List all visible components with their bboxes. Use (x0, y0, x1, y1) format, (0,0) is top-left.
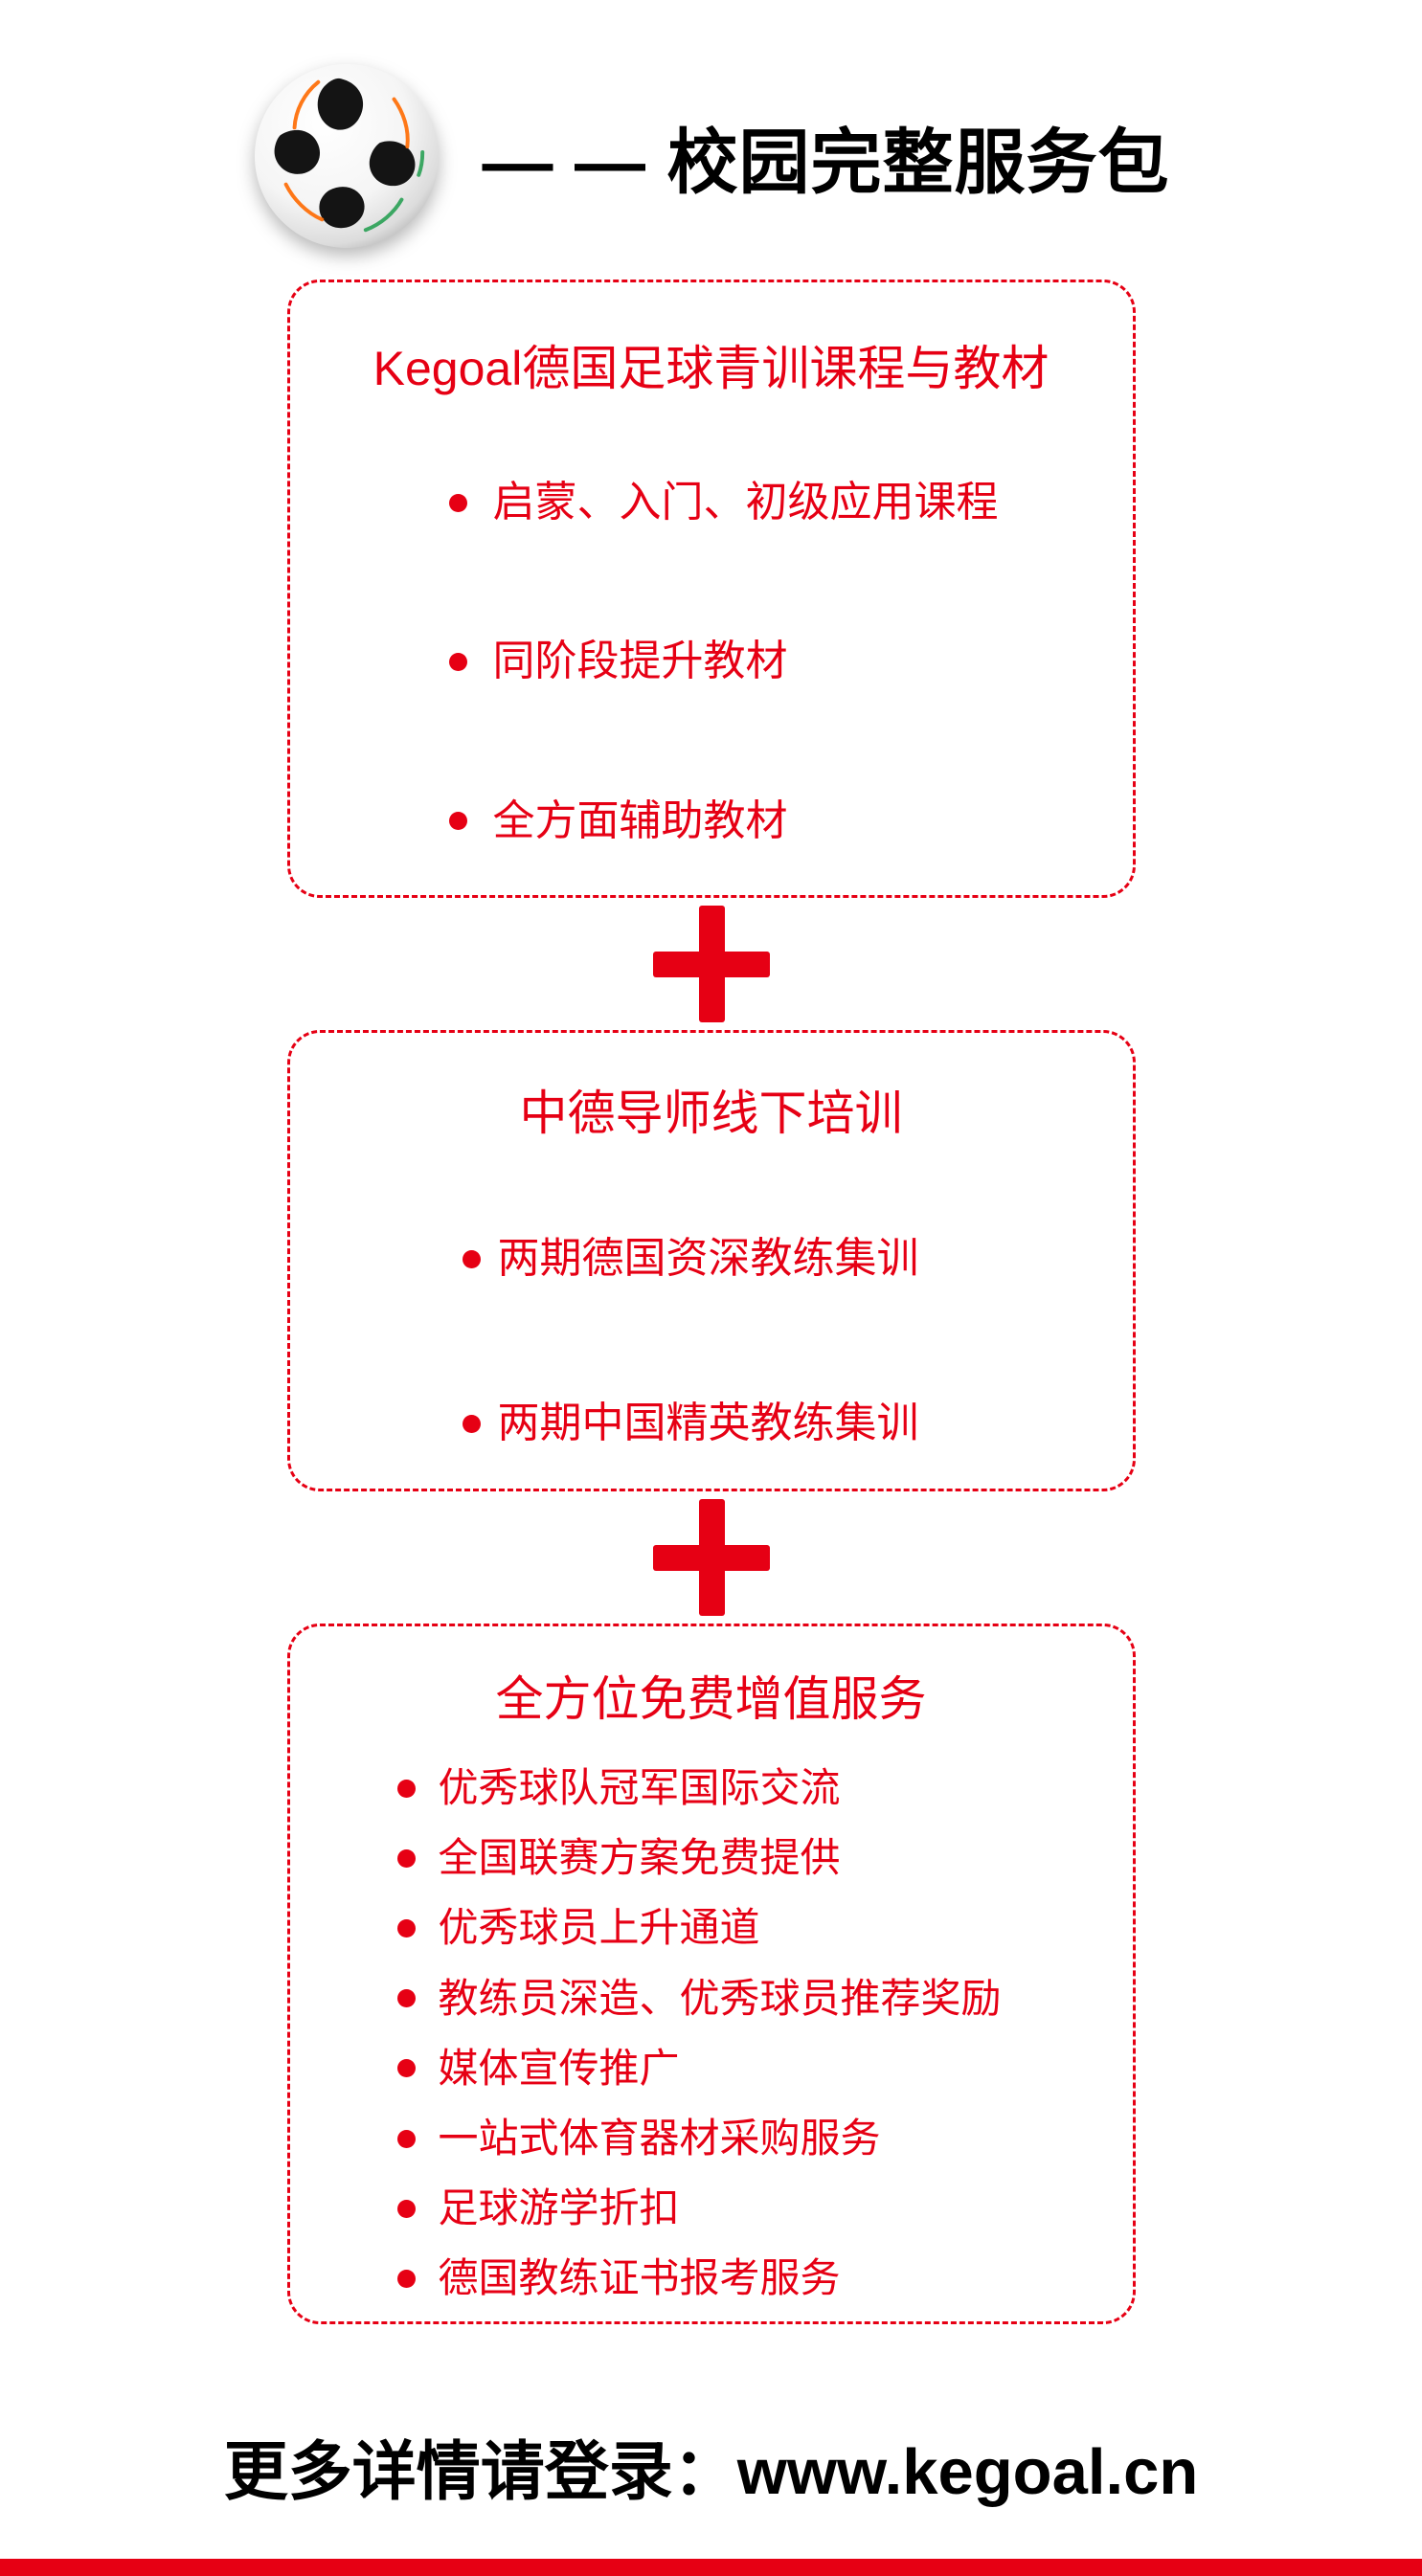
list-item-label: 足球游学折扣 (438, 2185, 680, 2231)
list-item: 全国联赛方案免费提供 (396, 1835, 1133, 1881)
bullet-dot-icon (462, 1415, 481, 1434)
bullet-dot-icon (448, 653, 467, 672)
courses-list: 启蒙、入门、初级应用课程 同阶段提升教材 全方面辅助教材 (290, 479, 1133, 844)
list-item: 媒体宣传推广 (396, 2045, 1133, 2091)
page-title: — — 校园完整服务包 (482, 122, 1170, 202)
training-list: 两期德国资深教练集训 两期中国精英教练集训 (290, 1235, 1133, 1447)
bullet-dot-icon (396, 1918, 416, 1938)
list-item: 优秀球队冠军国际交流 (396, 1765, 1133, 1810)
section-title: Kegoal德国足球青训课程与教材 (372, 342, 1050, 395)
bullet-dot-icon (396, 1779, 416, 1798)
list-item-label: 优秀球员上升通道 (438, 1905, 760, 1951)
list-item: 足球游学折扣 (396, 2185, 1133, 2231)
section-title: 中德导师线下培训 (519, 1086, 903, 1140)
section-services-box: 全方位免费增值服务 优秀球队冠军国际交流 全国联赛方案免费提供 优秀球员上升通道… (286, 1624, 1136, 2324)
list-item-label: 两期德国资深教练集训 (497, 1235, 919, 1282)
bullet-dot-icon (462, 1249, 481, 1268)
bullet-dot-icon (396, 1848, 416, 1868)
list-item: 两期德国资深教练集训 (462, 1235, 1133, 1282)
list-item-label: 优秀球队冠军国际交流 (438, 1765, 841, 1810)
soccer-ball-icon (252, 61, 441, 251)
footer-text: 更多详情请登录：www.kegoal.cn (223, 2436, 1199, 2508)
section-title: 全方位免费增值服务 (495, 1672, 927, 1726)
list-item-label: 全方面辅助教材 (492, 796, 788, 844)
list-item: 德国教练证书报考服务 (396, 2255, 1133, 2301)
list-item: 全方面辅助教材 (448, 796, 1133, 844)
list-item-label: 德国教练证书报考服务 (438, 2255, 841, 2301)
header: — — 校园完整服务包 (252, 61, 1169, 251)
bottom-red-bar (0, 2559, 1422, 2576)
list-item-label: 启蒙、入门、初级应用课程 (492, 479, 999, 526)
bullet-dot-icon (396, 1989, 416, 2008)
list-item: 优秀球员上升通道 (396, 1905, 1133, 1951)
list-item: 一站式体育器材采购服务 (396, 2115, 1133, 2161)
bullet-dot-icon (396, 2199, 416, 2218)
list-item-label: 两期中国精英教练集训 (497, 1400, 919, 1447)
list-item: 教练员深造、优秀球员推荐奖励 (396, 1975, 1133, 2021)
list-item-label: 教练员深造、优秀球员推荐奖励 (438, 1975, 1002, 2021)
section-courses-box: Kegoal德国足球青训课程与教材 启蒙、入门、初级应用课程 同阶段提升教材 全… (286, 280, 1136, 898)
bullet-dot-icon (396, 2129, 416, 2148)
bullet-dot-icon (448, 812, 467, 831)
list-item: 启蒙、入门、初级应用课程 (448, 479, 1133, 526)
list-item: 两期中国精英教练集训 (462, 1400, 1133, 1447)
bullet-dot-icon (396, 2269, 416, 2288)
services-list: 优秀球队冠军国际交流 全国联赛方案免费提供 优秀球员上升通道 教练员深造、优秀球… (290, 1765, 1133, 2301)
list-item-label: 媒体宣传推广 (438, 2045, 680, 2091)
list-item: 同阶段提升教材 (448, 638, 1133, 685)
plus-icon (652, 906, 770, 1022)
section-training-box: 中德导师线下培训 两期德国资深教练集训 两期中国精英教练集训 (286, 1030, 1136, 1491)
bullet-dot-icon (448, 493, 467, 512)
list-item-label: 同阶段提升教材 (492, 638, 788, 685)
list-item-label: 全国联赛方案免费提供 (438, 1835, 841, 1881)
bullet-dot-icon (396, 2059, 416, 2078)
footer: 更多详情请登录：www.kegoal.cn (224, 2420, 1199, 2513)
list-item-label: 一站式体育器材采购服务 (438, 2115, 881, 2161)
plus-icon (652, 1499, 770, 1616)
